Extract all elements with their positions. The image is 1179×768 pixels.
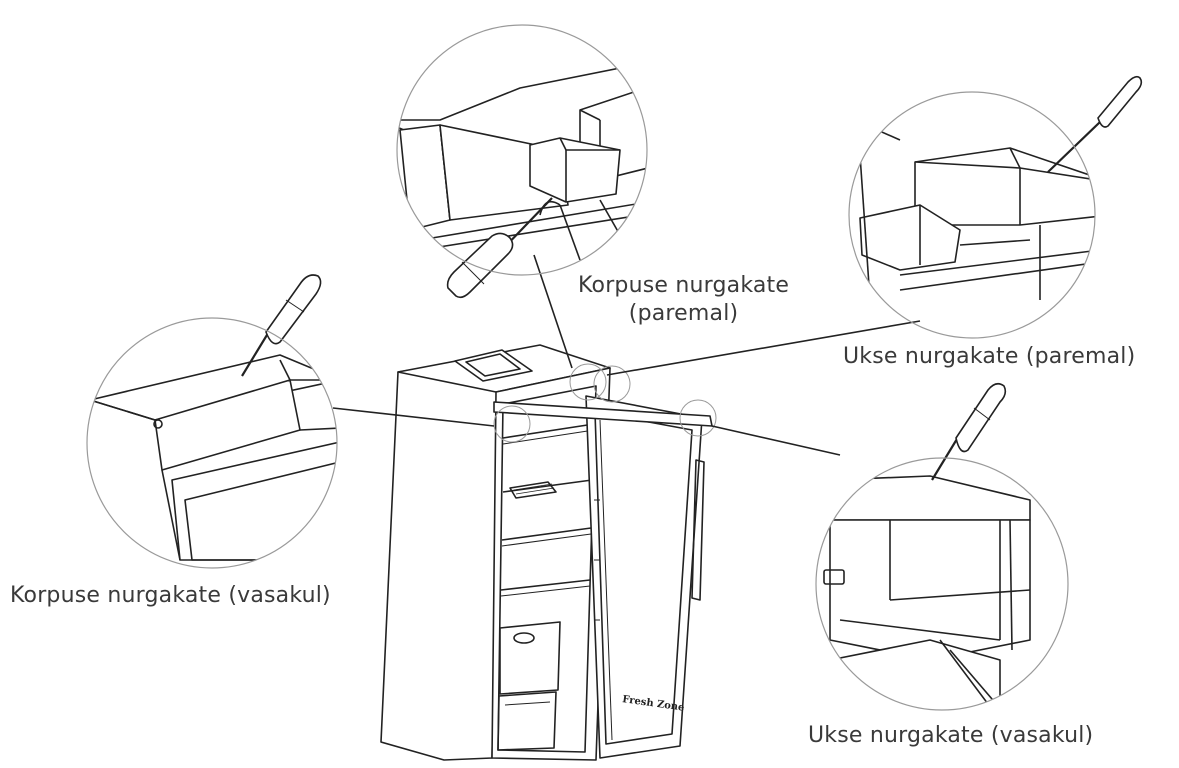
shelf-4: [501, 580, 590, 590]
control-panel-inner: [466, 354, 520, 376]
corner-markers: [494, 364, 716, 442]
marker-cabinet-left: [494, 406, 530, 442]
label-door-corner-right: Ukse nurgakate (paremal): [843, 344, 1136, 369]
shelf-rack: [510, 482, 556, 498]
door-inner: [595, 412, 692, 744]
leader-door-left: [712, 426, 840, 455]
detail-circle-door-left: [816, 384, 1068, 720]
crisper-drawer-bottom: [498, 692, 556, 750]
label-cabinet-corner-right: Korpuse nurgakate (paremal): [578, 272, 789, 328]
leader-cabinet-left: [333, 408, 494, 426]
leader-door-right: [607, 321, 920, 375]
marker-cabinet-right: [570, 364, 606, 400]
screwdriver-icon: [448, 198, 552, 297]
control-panel: [455, 350, 532, 381]
cabinet-side-panel: [381, 356, 500, 760]
door-bin-line: [600, 420, 612, 740]
cabinet-interior: [498, 386, 596, 752]
screwdriver-icon: [932, 384, 1005, 480]
screwdriver-icon: [242, 275, 321, 376]
refrigerator-drawing: Fresh Zone: [381, 345, 712, 760]
detail-circle-cabinet-right: [380, 25, 660, 297]
label-door-corner-left: Ukse nurgakate (vasakul): [808, 723, 1094, 748]
door-panel: [586, 396, 702, 758]
marker-door-right: [594, 366, 630, 402]
crisper-drawer-top: [500, 622, 560, 694]
detail-circle-cabinet-left: [87, 275, 340, 568]
screwdriver-icon: [1048, 77, 1141, 172]
shelf-2: [503, 480, 592, 492]
label-cabinet-corner-right-line1: Korpuse nurgakate: [578, 273, 790, 298]
shelf-3: [502, 528, 591, 540]
detail-circle-door-right: [849, 77, 1141, 338]
shelf-1: [503, 424, 594, 438]
door-handle: [692, 460, 704, 600]
label-cabinet-corner-left: Korpuse nurgakate (vasakul): [10, 583, 331, 608]
marker-door-left: [680, 400, 716, 436]
label-cabinet-corner-right-line2: (paremal): [628, 301, 739, 326]
